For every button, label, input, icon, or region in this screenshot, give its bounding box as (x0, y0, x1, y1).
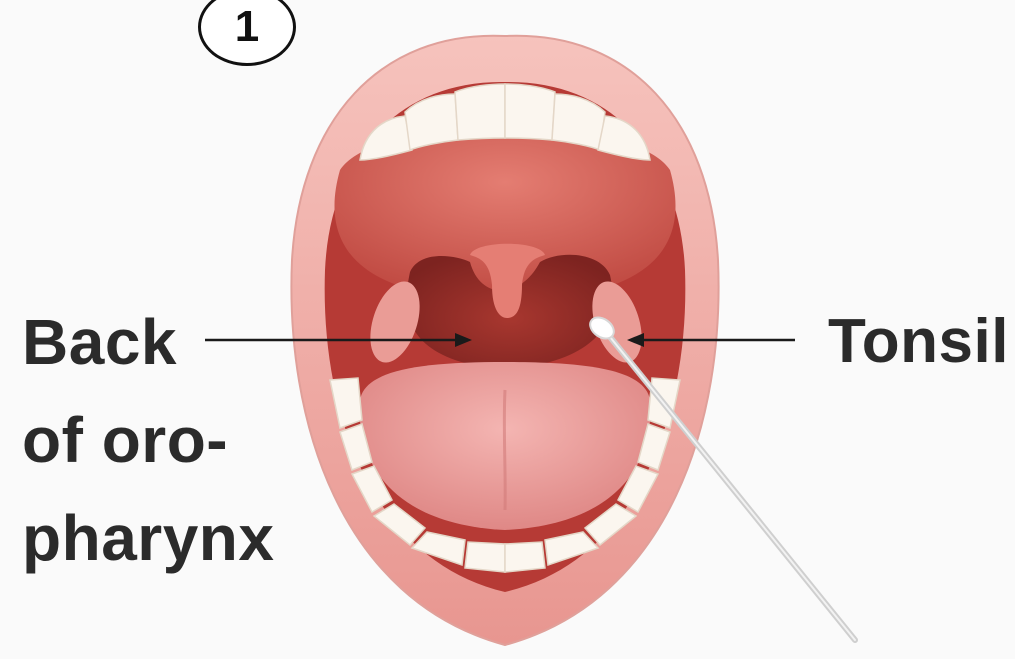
tonsil-label: Tonsil (828, 293, 1009, 391)
label-line: Back (22, 293, 274, 391)
label-line: of oro- (22, 391, 274, 489)
tongue-groove (504, 390, 505, 510)
label-line: pharynx (22, 489, 274, 587)
step-number: 1 (201, 3, 293, 51)
back-of-oropharynx-label: Back of oro- pharynx (22, 293, 274, 587)
